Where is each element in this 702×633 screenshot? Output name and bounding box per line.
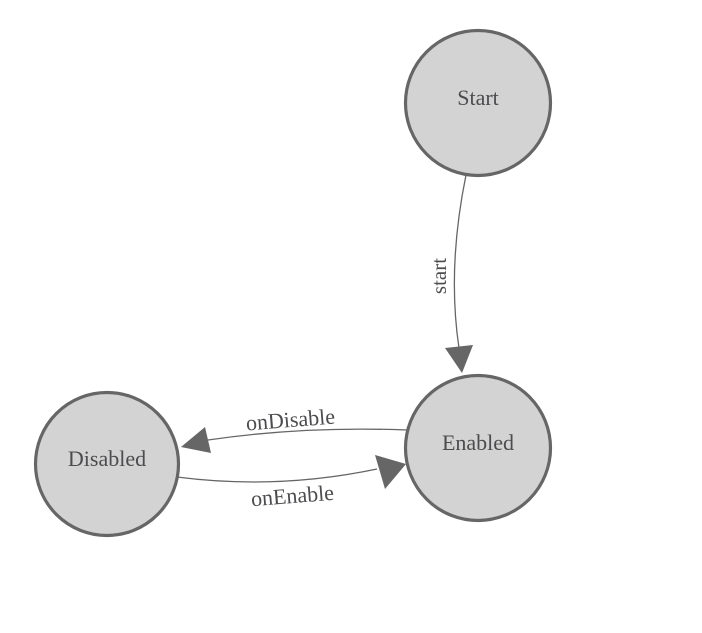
edge-start-arrowhead-icon	[445, 345, 473, 373]
state-node-enabled-label: Enabled	[442, 430, 514, 455]
state-node-start: Start	[403, 28, 553, 178]
edge-start-line	[453, 174, 467, 349]
state-node-disabled-circle	[33, 390, 181, 538]
edge-ondisable-arrowhead-icon	[181, 427, 211, 453]
edge-ondisable-label: onDisable	[245, 404, 336, 436]
edge-start-to-enabled: start	[427, 174, 473, 373]
state-node-enabled-circle	[403, 373, 553, 523]
state-node-start-label: Start	[457, 85, 499, 110]
edge-start-label: start	[427, 258, 451, 294]
state-node-disabled: Disabled	[33, 390, 181, 538]
edge-enabled-to-disabled: onDisable	[181, 404, 408, 453]
state-node-start-circle	[403, 28, 553, 178]
edge-ondisable-line	[207, 428, 408, 441]
edge-onenable-line	[176, 468, 378, 483]
edge-onenable-label: onEnable	[250, 480, 335, 511]
edge-disabled-to-enabled: onEnable	[176, 455, 406, 511]
state-node-disabled-label: Disabled	[68, 446, 146, 471]
state-node-enabled: Enabled	[403, 373, 553, 523]
edge-onenable-arrowhead-icon	[375, 455, 406, 489]
